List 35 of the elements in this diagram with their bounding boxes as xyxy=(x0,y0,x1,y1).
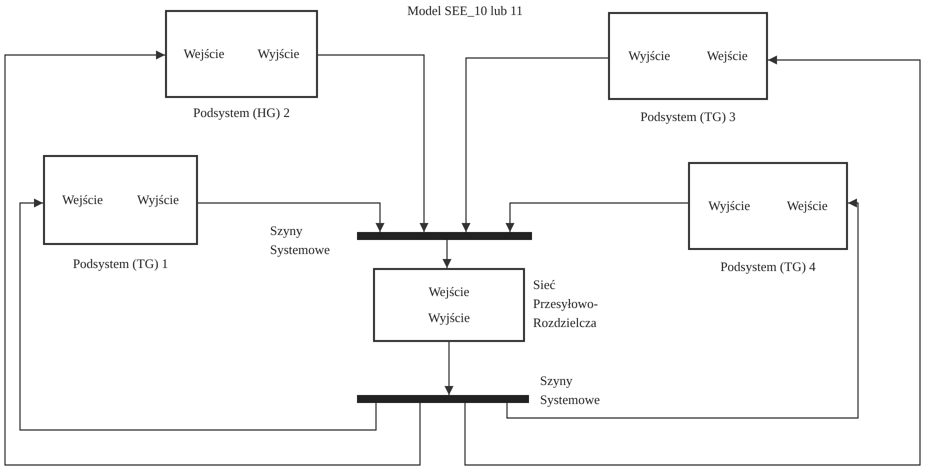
subsystem-box xyxy=(43,155,198,245)
subsystem-box xyxy=(688,162,848,250)
bus-bar xyxy=(357,232,532,240)
port-label: Wejście xyxy=(786,198,828,214)
arrow xyxy=(506,198,859,419)
arrow xyxy=(198,202,384,232)
port-label: Wejście xyxy=(62,192,103,208)
subsystem-box xyxy=(373,268,525,342)
bus-bar xyxy=(357,395,529,403)
arrow xyxy=(442,240,452,268)
bus-label: Szyny Systemowe xyxy=(270,222,331,259)
port-label: Wyjście xyxy=(708,198,750,214)
subsystem-caption: Podsystem (TG) 1 xyxy=(72,255,170,273)
port-label: Wejście xyxy=(428,284,470,300)
subsystem-caption: Podsystem (TG) 4 xyxy=(719,258,817,276)
port-label: Wyjście xyxy=(137,192,179,208)
arrow xyxy=(318,54,428,232)
arrow xyxy=(464,56,921,466)
subsystem-caption: Sieć Przesyłowo-Rozdzielcza xyxy=(533,276,599,332)
port-label: Wyjście xyxy=(258,46,300,62)
port-label: Wyjście xyxy=(628,48,670,64)
arrow xyxy=(4,50,421,466)
port-label: Wejście xyxy=(184,46,224,62)
subsystem-caption: Podsystem (HG) 2 xyxy=(192,104,291,122)
arrow xyxy=(444,342,454,395)
subsystem-box xyxy=(165,10,318,98)
bus-label: Szyny Systemowe xyxy=(540,372,601,409)
diagram-title: Model SEE_10 lub 11 xyxy=(406,3,524,19)
subsystem-box xyxy=(608,12,768,100)
subsystem-caption: Podsystem (TG) 3 xyxy=(639,108,737,126)
arrow xyxy=(19,198,377,431)
port-label: Wejście xyxy=(706,48,748,64)
port-label: Wyjście xyxy=(428,310,470,326)
arrow xyxy=(462,57,608,232)
arrow xyxy=(506,202,688,232)
